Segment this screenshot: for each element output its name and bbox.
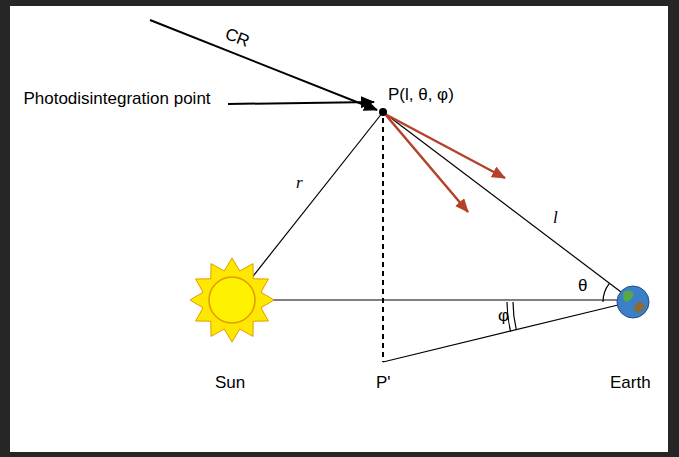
- emission-arrow: [385, 114, 505, 178]
- pointer-arrow: [228, 102, 374, 104]
- annotation-label: r: [296, 172, 303, 193]
- sun-rays: [190, 258, 274, 342]
- annotation-label: φ: [498, 305, 509, 326]
- earth-land: [634, 302, 645, 312]
- projection-dashed-line: [382, 118, 384, 362]
- annotation-label: θ: [578, 275, 587, 296]
- distance-line: [250, 112, 383, 280]
- earth-symbol: [617, 286, 649, 318]
- emission-arrow: [385, 114, 468, 212]
- distance-line: [383, 112, 621, 292]
- annotation-label: Earth: [610, 372, 651, 393]
- photodisintegration-point: [379, 108, 387, 116]
- annotation-label: l: [553, 207, 558, 228]
- angle-arc: [603, 284, 609, 302]
- angle-arc: [513, 302, 516, 330]
- annotation-label: Photodisintegration point: [22, 88, 212, 109]
- annotation-label: P(l, θ, φ): [388, 84, 454, 105]
- annotation-label: Sun: [215, 372, 245, 393]
- slide-panel: [10, 6, 668, 452]
- sun-symbol: [209, 277, 255, 323]
- sun-earth-line: [258, 299, 617, 300]
- earth-land: [623, 290, 634, 302]
- annotation-label: P': [376, 372, 391, 393]
- projection-line: [383, 305, 618, 362]
